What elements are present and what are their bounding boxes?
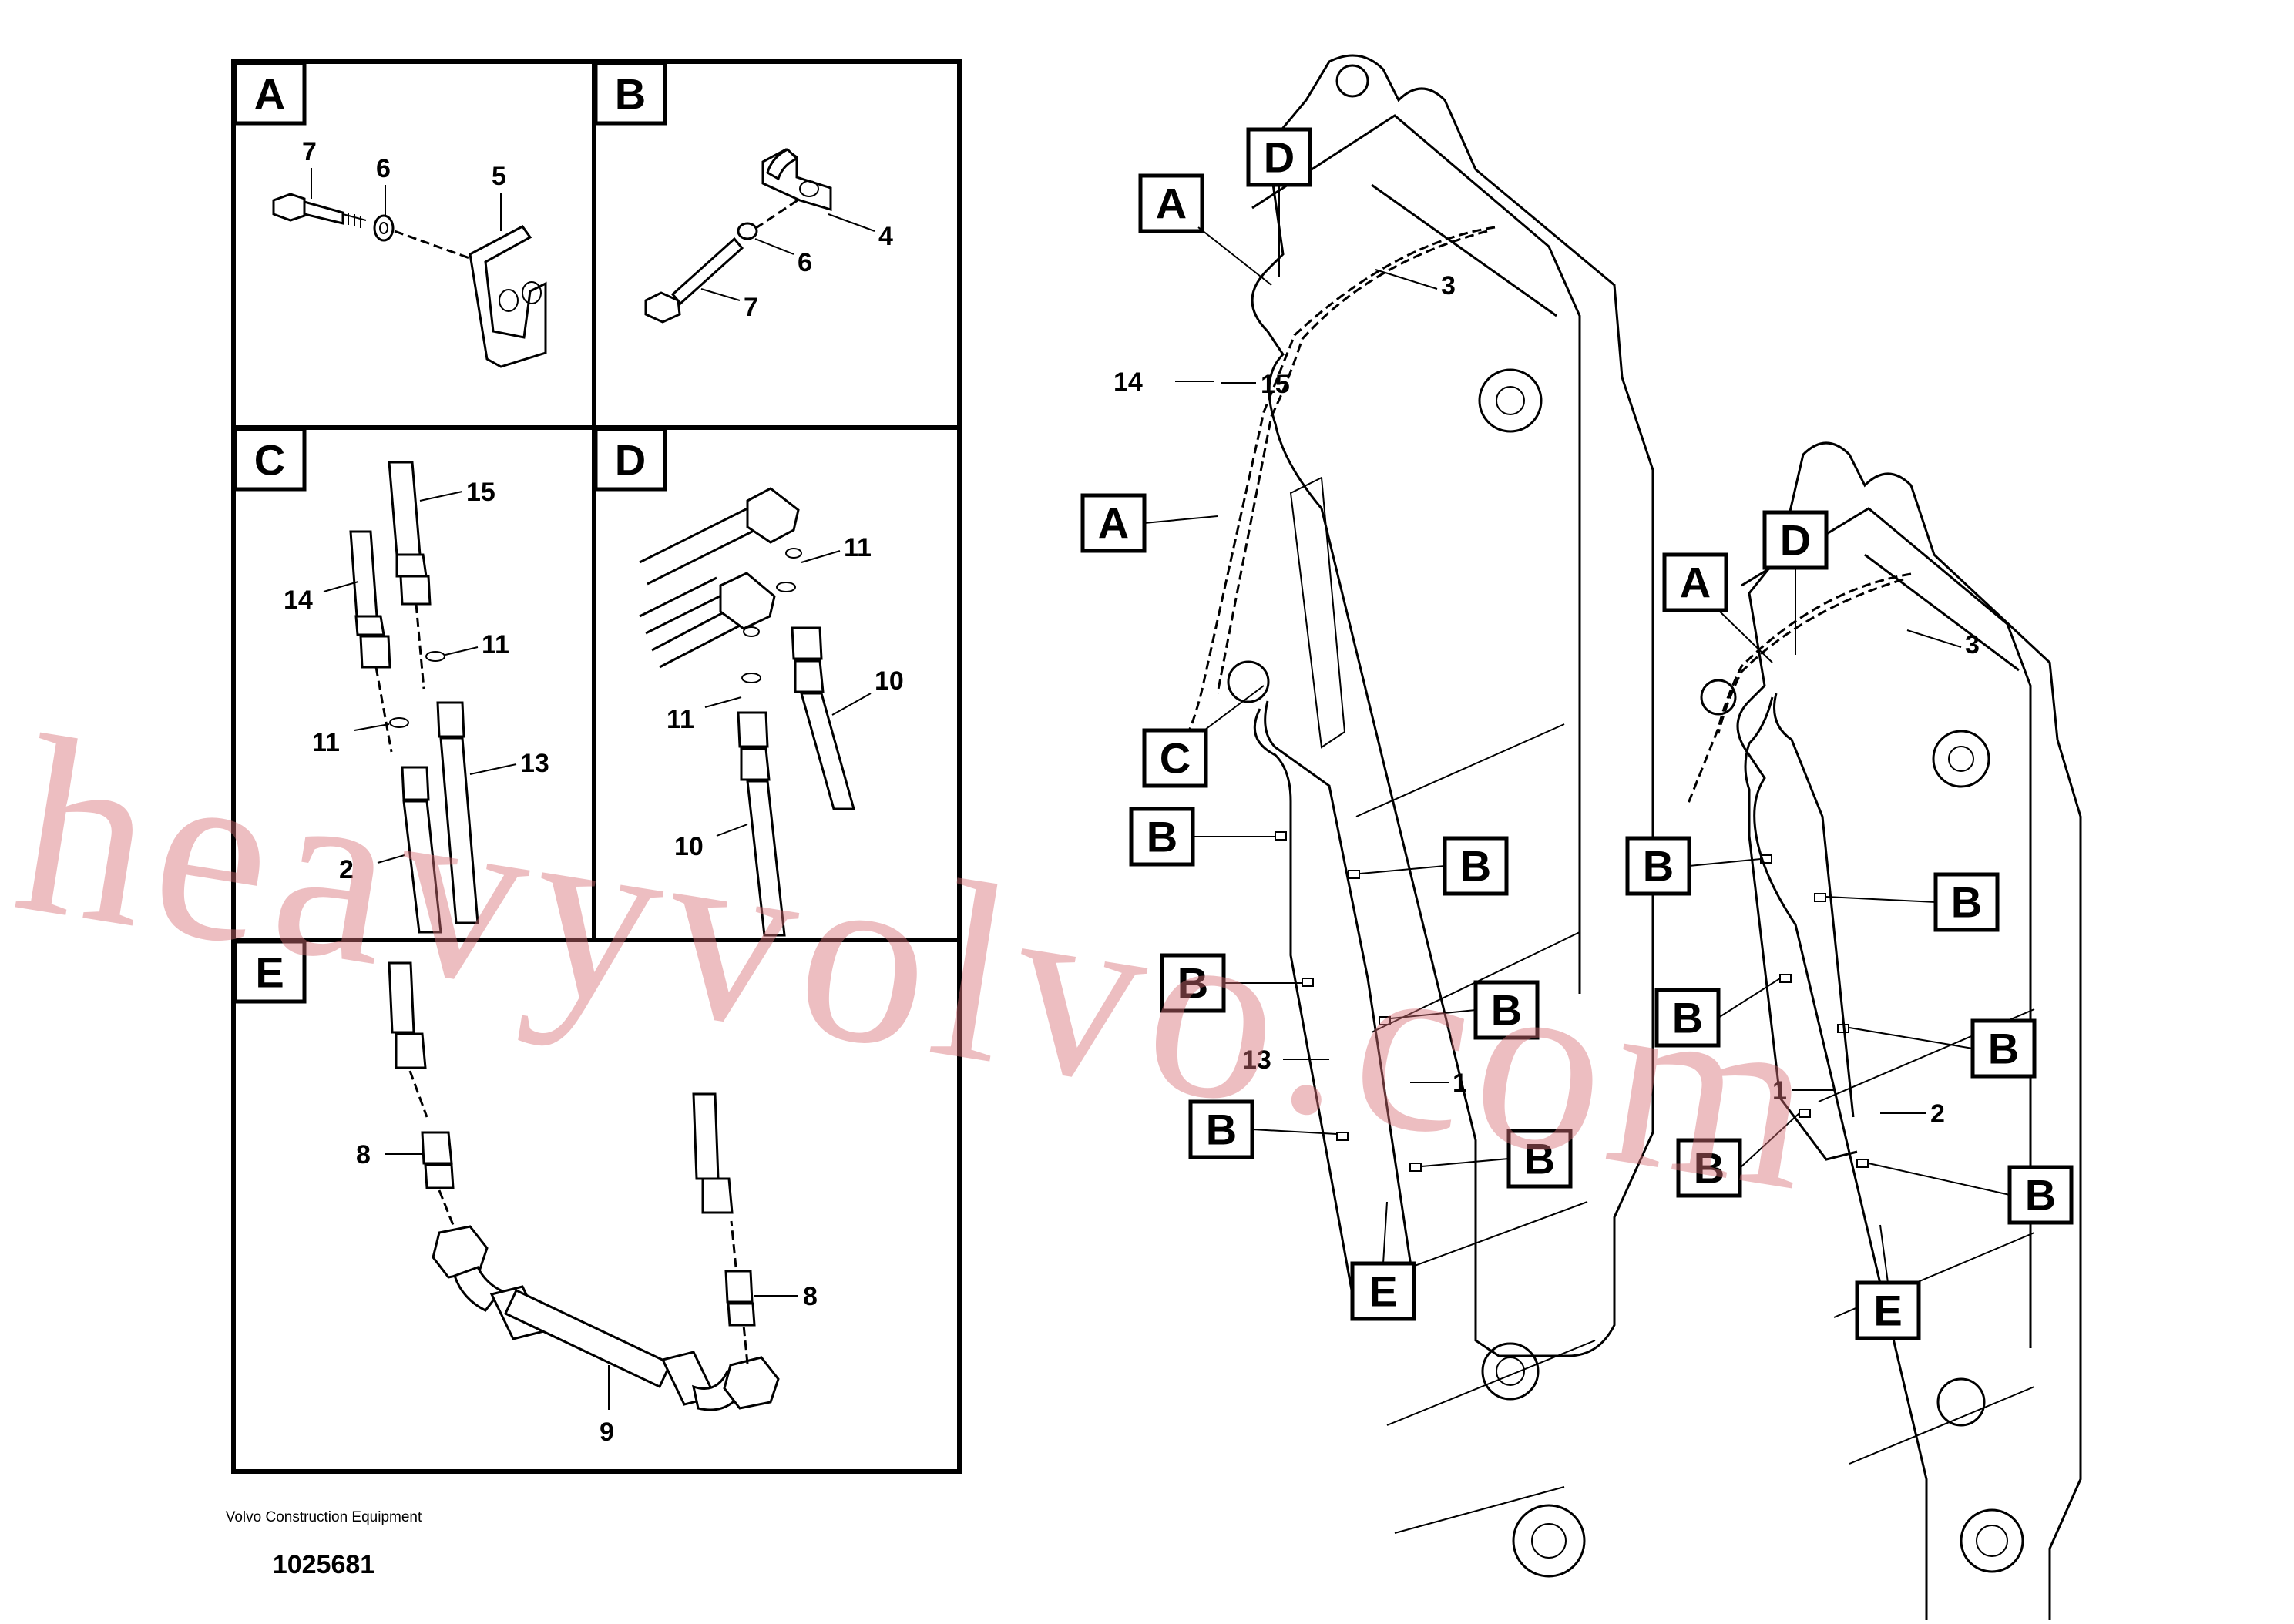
svg-text:3: 3 [1441, 271, 1456, 300]
svg-text:D: D [1780, 516, 1811, 565]
svg-text:B: B [1524, 1135, 1555, 1183]
svg-text:D: D [1264, 133, 1295, 182]
panel-label-d: D [593, 427, 667, 492]
svg-text:A: A [1156, 180, 1187, 228]
panel-label-b: B [593, 61, 667, 126]
svg-text:10: 10 [674, 832, 704, 861]
svg-text:B: B [1177, 959, 1208, 1008]
detail-a-parts [272, 193, 547, 368]
detail-frames [231, 59, 962, 1474]
svg-text:B: B [1206, 1106, 1237, 1154]
panel-label-a: A [233, 61, 307, 126]
svg-text:11: 11 [667, 705, 694, 734]
svg-text:E: E [255, 948, 284, 997]
svg-text:2: 2 [1930, 1099, 1945, 1129]
svg-text:11: 11 [312, 728, 340, 757]
svg-text:6: 6 [376, 154, 391, 183]
svg-text:8: 8 [356, 1140, 371, 1169]
detail-e-parts [388, 961, 780, 1411]
detail-b-callouts: 4 6 7 [700, 213, 893, 322]
detail-e-callouts: 8 8 9 [356, 1140, 818, 1447]
svg-text:11: 11 [482, 630, 509, 659]
svg-text:5: 5 [492, 162, 506, 191]
detail-a-callouts: 7 6 5 [302, 137, 506, 231]
svg-text:14: 14 [284, 586, 313, 615]
svg-text:B: B [1491, 986, 1522, 1035]
boom-right-labels: A D B B B B B B E 3 1 2 [1625, 510, 2074, 1340]
svg-text:1: 1 [1772, 1076, 1787, 1106]
svg-text:B: B [1643, 842, 1674, 891]
svg-text:B: B [1988, 1025, 2019, 1073]
svg-text:7: 7 [302, 137, 317, 166]
svg-text:B: B [1460, 842, 1491, 891]
detail-d-callouts: 11 10 11 10 [667, 533, 904, 861]
svg-text:B: B [1147, 813, 1177, 861]
boom-right [1686, 441, 2082, 1624]
svg-text:10: 10 [875, 666, 904, 696]
panel-label-e: E [233, 939, 307, 1004]
boom-left-labels: A D A C B B B B B B E 3 14 1 [1080, 127, 1573, 1321]
svg-text:E: E [1369, 1267, 1397, 1316]
svg-text:D: D [615, 436, 646, 485]
svg-text:8: 8 [803, 1282, 818, 1311]
svg-text:A: A [1098, 499, 1129, 548]
svg-text:15: 15 [466, 478, 495, 507]
svg-text:C: C [1160, 734, 1191, 783]
svg-text:3: 3 [1965, 630, 1980, 659]
detail-c-callouts: 15 14 11 11 13 2 [284, 478, 549, 884]
svg-text:B: B [1672, 994, 1703, 1042]
svg-text:11: 11 [844, 533, 872, 562]
svg-text:4: 4 [878, 222, 893, 251]
svg-text:6: 6 [798, 248, 812, 277]
detail-b-parts [644, 148, 832, 324]
detail-c-parts [349, 461, 479, 934]
svg-text:A: A [1680, 559, 1711, 607]
svg-text:B: B [1694, 1144, 1725, 1193]
footer-drawing-number: 1025681 [272, 1550, 375, 1579]
panel-label-c: C [233, 427, 307, 492]
svg-text:A: A [254, 70, 285, 119]
svg-text:B: B [615, 70, 646, 119]
svg-text:13: 13 [520, 749, 549, 778]
svg-text:1: 1 [1453, 1069, 1467, 1098]
boom-left [1185, 54, 1654, 1578]
svg-text:9: 9 [600, 1418, 614, 1447]
footer-company: Volvo Construction Equipment [225, 1509, 422, 1525]
svg-text:E: E [1873, 1287, 1902, 1335]
svg-text:C: C [254, 436, 285, 485]
svg-text:7: 7 [744, 293, 758, 322]
svg-text:15: 15 [1261, 370, 1290, 399]
detail-d-parts [639, 487, 855, 937]
svg-text:13: 13 [1242, 1045, 1271, 1075]
svg-text:B: B [2025, 1171, 2056, 1220]
svg-text:B: B [1951, 878, 1982, 927]
svg-text:14: 14 [1113, 367, 1143, 397]
svg-text:2: 2 [339, 855, 354, 884]
